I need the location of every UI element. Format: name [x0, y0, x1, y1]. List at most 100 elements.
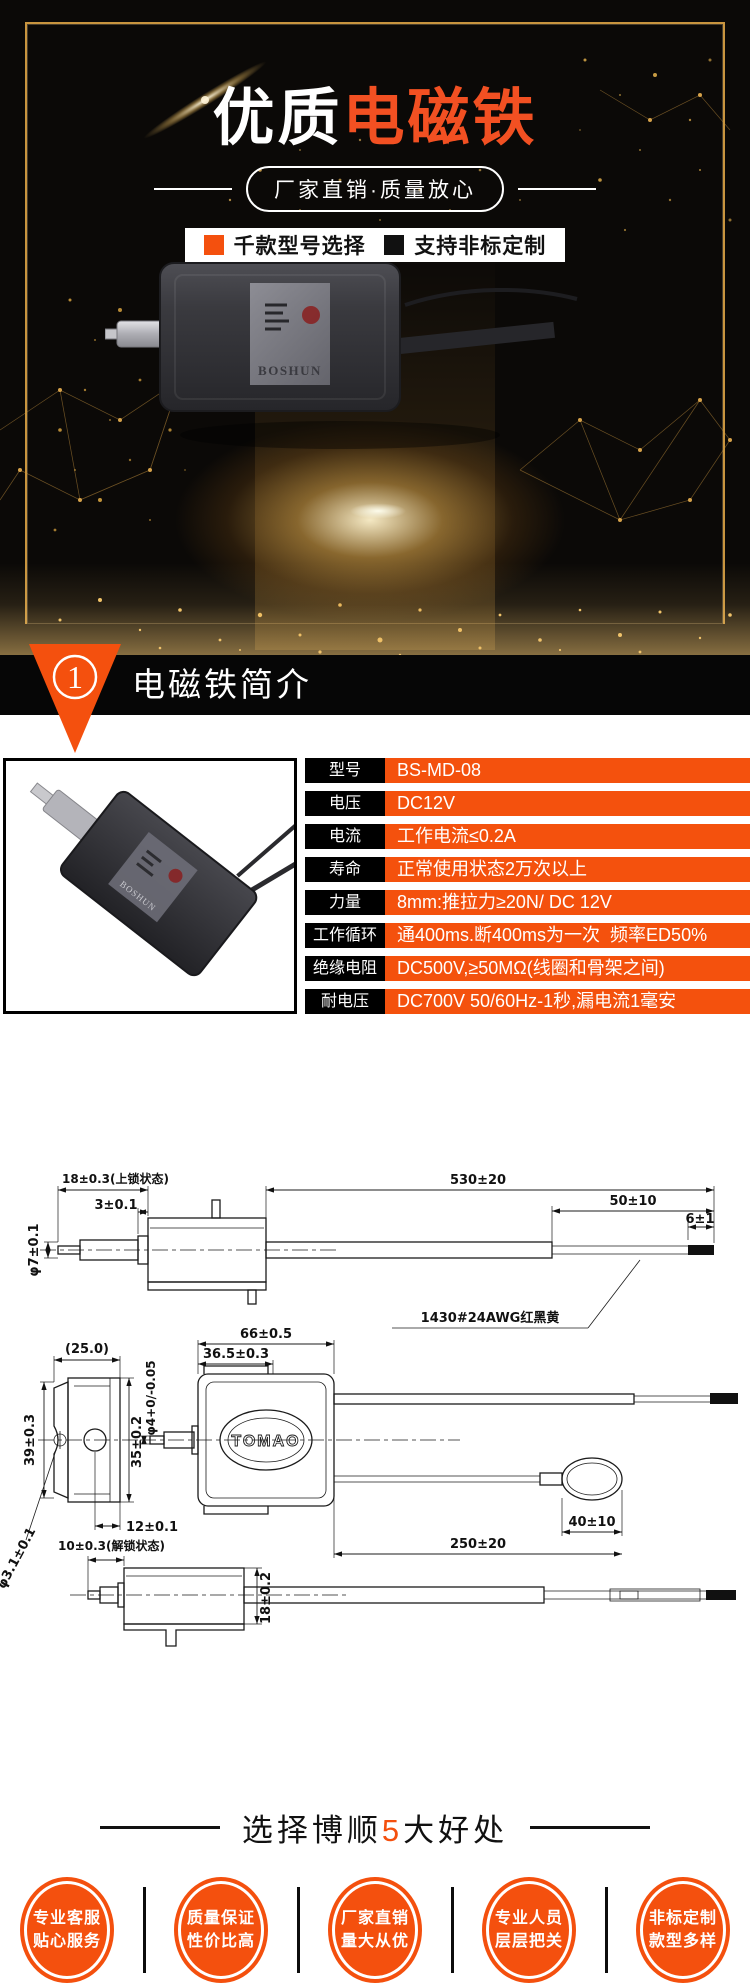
dim-total-height: 39±0.3	[23, 1414, 38, 1466]
dim-tip-length: 3±0.1	[95, 1198, 138, 1213]
top-view: TOMAO 66±0.5 36.5±0.3	[140, 1327, 738, 1558]
badge-line2: 性价比高	[186, 1933, 255, 1950]
triangle-badge-icon: 1	[29, 644, 121, 753]
feature-label: 千款型号选择	[233, 235, 366, 258]
spec-section: BOSHUN 型号 BS-MD-08 电压 DC12V 电流 工作电流≤0.2A…	[0, 757, 750, 1015]
orange-square-icon	[203, 235, 224, 255]
badge-professional: 专业人员 层层把关	[482, 1877, 576, 1983]
section-number-badge: 1	[28, 643, 122, 755]
spec-row-life: 寿命 正常使用状态2万次以上	[305, 857, 750, 882]
dim-end-width: (25.0)	[65, 1342, 109, 1357]
spec-label: 电流	[305, 824, 385, 849]
spec-label: 寿命	[305, 857, 385, 882]
black-square-icon	[384, 235, 405, 255]
badge-line1: 专业客服	[32, 1909, 101, 1927]
benefits-title-post: 大好处	[403, 1812, 509, 1848]
title-orange-part: 电磁铁	[342, 84, 538, 153]
dim-hole-dia: φ3.1±0.1	[0, 1525, 39, 1591]
spec-product-photo: BOSHUN	[3, 758, 297, 1014]
spec-row-current: 电流 工作电流≤0.2A	[305, 824, 750, 849]
benefits-title: 选择博顺5大好处	[242, 1805, 508, 1850]
badge-customer-service: 专业客服 贴心服务	[20, 1877, 114, 1983]
badge-line1: 非标定制	[648, 1909, 717, 1927]
benefits-title-pre: 选择博顺	[241, 1812, 382, 1848]
spec-row-withstand-voltage: 耐电压 DC700V 50/60Hz-1秒,漏电流1毫安	[305, 989, 750, 1014]
logo-text: TOMAO	[231, 1433, 300, 1450]
subtitle-row: 厂家直销·质量放心	[0, 166, 750, 212]
dim-loop-length: 40±10	[568, 1515, 615, 1530]
dim-tin-length: 6±1	[686, 1212, 715, 1227]
benefit-badges: 专业客服 贴心服务 质量保证 性价比高 厂家直销 量大从优 专业人员 层层把关 …	[0, 1876, 750, 1984]
badge-line2: 贴心服务	[32, 1933, 101, 1950]
dim-strip-length: 50±10	[609, 1194, 656, 1209]
technical-drawing: φ7±0.1 18±0.3(上锁状态) 3±0.1 530±20 50±10 6…	[0, 1090, 750, 1660]
benefits-title-number: 5	[381, 1812, 404, 1848]
title-white-part: 优质	[212, 84, 343, 153]
spec-row-voltage: 电压 DC12V	[305, 791, 750, 816]
sparkle-band	[0, 563, 750, 655]
dim-stroke-locked: 18±0.3(上锁状态)	[62, 1171, 169, 1186]
spec-value: 正常使用状态2万次以上	[385, 857, 750, 882]
section-number: 1	[67, 659, 83, 695]
spec-label: 力量	[305, 890, 385, 915]
product-brand-label: BOSHUN	[258, 363, 322, 378]
dim-body-height: 35±0.2	[130, 1416, 145, 1468]
spec-label: 电压	[305, 791, 385, 816]
dimension-drawing: φ7±0.1 18±0.3(上锁状态) 3±0.1 530±20 50±10 6…	[0, 1171, 738, 1647]
feature-item-custom: 支持非标定制	[384, 230, 546, 260]
badge-separator	[142, 1887, 146, 1973]
spec-row-force: 力量 8mm:推拉力≥20N/ DC 12V	[305, 890, 750, 915]
dim-front-length: 36.5±0.3	[203, 1347, 269, 1362]
spec-row-model: 型号 BS-MD-08	[305, 758, 750, 783]
spec-value: 8mm:推拉力≥20N/ DC 12V	[385, 890, 750, 915]
badge-separator	[604, 1887, 608, 1973]
spec-table: 型号 BS-MD-08 电压 DC12V 电流 工作电流≤0.2A 寿命 正常使…	[305, 758, 750, 1014]
badge-line1: 专业人员	[494, 1909, 563, 1927]
badge-factory-direct: 厂家直销 量大从优	[328, 1877, 422, 1983]
section-header: 1 电磁铁简介	[0, 644, 750, 753]
particle-cluster-right	[579, 58, 732, 232]
spec-value: DC700V 50/60Hz-1秒,漏电流1毫安	[385, 989, 750, 1014]
spec-label: 耐电压	[305, 989, 385, 1014]
spec-value: 通400ms.断400ms为一次 频率ED50%	[385, 923, 750, 948]
gold-frame-border	[25, 22, 725, 624]
wire-spec-label: 1430#24AWG红黑黄	[421, 1310, 560, 1326]
dim-loop-wire-length: 250±20	[450, 1537, 506, 1552]
badge-line1: 质量保证	[186, 1909, 255, 1927]
spec-value: DC12V	[385, 791, 750, 816]
spec-value: 工作电流≤0.2A	[385, 824, 750, 849]
heading-right-line	[530, 1825, 651, 1829]
subtitle-left-line	[154, 188, 232, 190]
benefits-heading: 选择博顺5大好处	[0, 1798, 750, 1856]
spec-photo-illustration: BOSHUN	[29, 782, 294, 977]
section-title: 电磁铁简介	[132, 666, 312, 703]
badge-separator	[450, 1887, 454, 1973]
badge-custom-made: 非标定制 款型多样	[636, 1877, 730, 1983]
dim-hole-offset: 12±0.1	[126, 1520, 178, 1535]
badge-line2: 层层把关	[494, 1933, 563, 1950]
badge-line2: 量大从优	[340, 1933, 409, 1950]
spec-label: 绝缘电阻	[305, 956, 385, 981]
subtitle-pill: 厂家直销·质量放心	[246, 166, 504, 212]
dim-plunger-dia: φ7±0.1	[27, 1223, 42, 1276]
electromagnet-illustration: BOSHUN	[104, 262, 578, 449]
spec-label: 工作循环	[305, 923, 385, 948]
gold-flare-core	[338, 500, 418, 522]
dim-shaft-dia: φ4+0/-0.05	[144, 1360, 158, 1435]
badge-line1: 厂家直销	[340, 1909, 409, 1927]
page-title: 优质电磁铁	[0, 88, 750, 150]
subtitle-right-line	[518, 188, 596, 190]
side-view-locked: φ7±0.1 18±0.3(上锁状态) 3±0.1 530±20 50±10 6…	[27, 1171, 715, 1329]
heading-left-line	[99, 1825, 220, 1829]
feature-bar: 千款型号选择 支持非标定制	[185, 228, 565, 262]
product-photo: BOSHUN	[104, 243, 585, 488]
dim-lead-length: 530±20	[450, 1173, 506, 1188]
spec-row-duty-cycle: 工作循环 通400ms.断400ms为一次 频率ED50%	[305, 923, 750, 948]
feature-item-models: 千款型号选择	[203, 230, 366, 260]
dim-body-length: 66±0.5	[240, 1327, 292, 1342]
spec-label: 型号	[305, 758, 385, 783]
badge-quality: 质量保证 性价比高	[174, 1877, 268, 1983]
badge-line2: 款型多样	[648, 1933, 717, 1950]
spec-value: DC500V,≥50MΩ(线圈和骨架之间)	[385, 956, 750, 981]
